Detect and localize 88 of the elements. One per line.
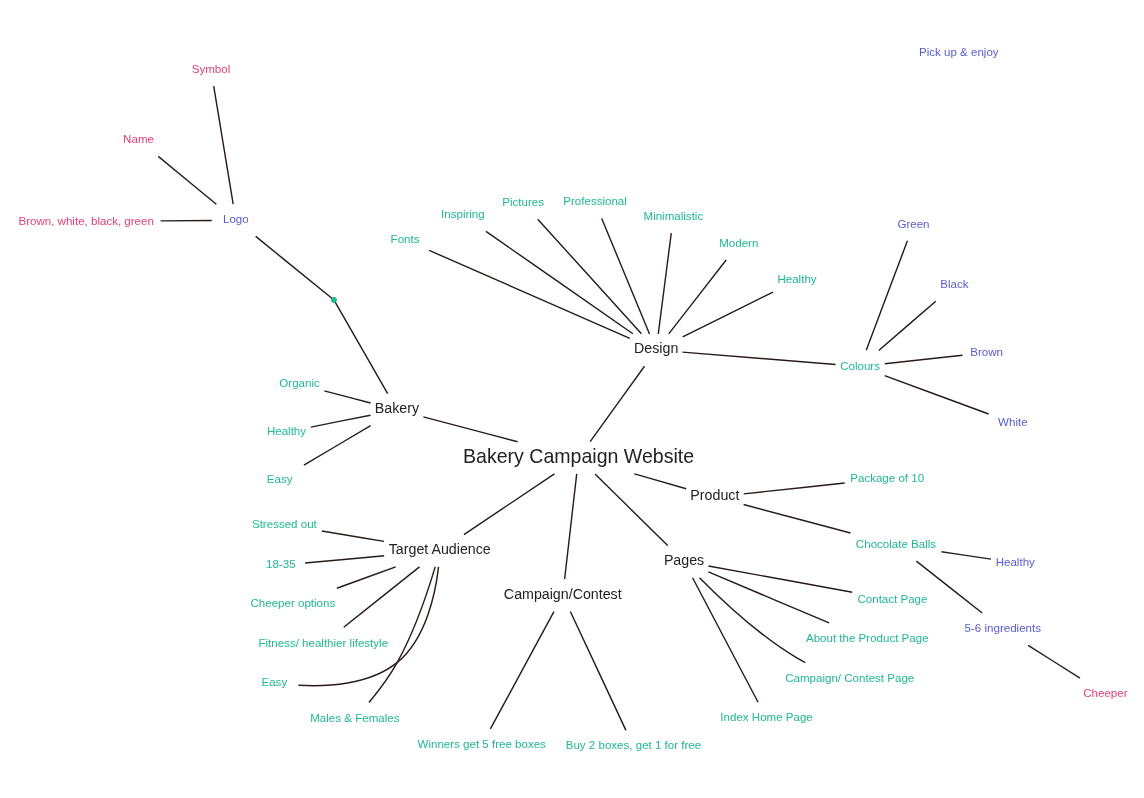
node-text: Professional (563, 194, 627, 207)
connector (463, 472, 556, 535)
node-text: Easy (261, 675, 288, 688)
connector (668, 258, 727, 335)
node-text: Bakery Campaign Website (463, 444, 695, 467)
connector (304, 554, 385, 564)
node-text: Brown (970, 345, 1004, 358)
node-text: 18-35 (266, 557, 296, 570)
connector (310, 414, 372, 428)
node-text: Modern (719, 236, 759, 249)
connector (681, 350, 837, 365)
node-text: Name (123, 132, 154, 145)
connector (657, 231, 672, 335)
connector (707, 564, 853, 593)
connector (865, 239, 909, 351)
node-text: Package of 10 (850, 471, 925, 483)
node-text: Healthy (266, 424, 307, 437)
connector (563, 472, 578, 580)
label: Pick up & enjoy (919, 45, 999, 58)
node-text: Target Audience (388, 540, 491, 557)
node-point (330, 296, 337, 303)
node-text: Stressed out (251, 517, 317, 530)
node-text: Males & Females (310, 711, 400, 724)
connector (336, 565, 397, 589)
connector (428, 249, 631, 339)
connector (698, 576, 807, 663)
node-text: Brown, white, black, green (18, 213, 154, 226)
node-text: Logo (222, 212, 249, 225)
connector (681, 290, 774, 338)
connector (691, 576, 759, 703)
node-text: Symbol (191, 62, 231, 75)
node-text: About the Product Page (805, 631, 929, 644)
connector (633, 472, 687, 489)
node-text: Green (897, 217, 930, 230)
connector (343, 565, 421, 628)
connector (157, 155, 218, 205)
connector (334, 301, 389, 394)
connector (368, 565, 436, 703)
node-text: Campaign/Contest (503, 585, 622, 602)
node-text: Design (634, 339, 679, 356)
node-text: Cheeper (1083, 686, 1128, 699)
node-text: Campaign/ Contest Page (785, 671, 915, 684)
node-text: Minimalistic (643, 209, 704, 222)
node-text: Easy (266, 472, 293, 485)
node-text: Index Home Page (720, 710, 813, 723)
node-text: Fonts (390, 232, 420, 245)
connector (297, 565, 440, 686)
connector (159, 219, 213, 222)
node-text: Colours (840, 359, 881, 372)
node-text: Contact Page (857, 592, 928, 605)
connector (601, 217, 651, 335)
connector (883, 374, 990, 415)
connector (884, 353, 964, 364)
node-text: Organic (279, 376, 320, 389)
node-text: Healthy (995, 555, 1035, 568)
node-text: Healthy (777, 272, 817, 285)
node-text: Winners get 5 free boxes (417, 737, 546, 750)
node-text: Cheeper options (250, 596, 336, 609)
connector (1027, 644, 1081, 679)
connector (213, 84, 234, 205)
connector (303, 424, 372, 466)
connector (255, 235, 333, 299)
connector (878, 300, 937, 351)
connector (707, 570, 830, 624)
connector (594, 472, 669, 546)
node-text: Chocolate Balls (855, 537, 937, 550)
node-text: Fitness/ healthier lifestyle (258, 636, 389, 649)
connector (489, 610, 555, 730)
connector (321, 529, 385, 542)
node-text: Product (690, 486, 740, 503)
connector (589, 365, 646, 442)
connector (742, 503, 852, 534)
node-text: Pictures (502, 195, 544, 208)
node-text: Buy 2 boxes, get 1 for free (565, 738, 702, 751)
node-text: Bakery (374, 399, 420, 416)
connector (323, 389, 372, 404)
connector (743, 481, 846, 495)
connector (569, 610, 627, 731)
connector (915, 559, 983, 614)
connector (940, 550, 992, 560)
node-text: White (998, 415, 1028, 428)
node-text: 5-6 ingredients (964, 621, 1041, 634)
node-text: Pages (663, 551, 705, 568)
connector (485, 230, 634, 334)
connector (422, 415, 519, 442)
node-text: Inspiring (441, 207, 485, 220)
node-text: Black (940, 277, 969, 290)
connector (537, 218, 643, 334)
